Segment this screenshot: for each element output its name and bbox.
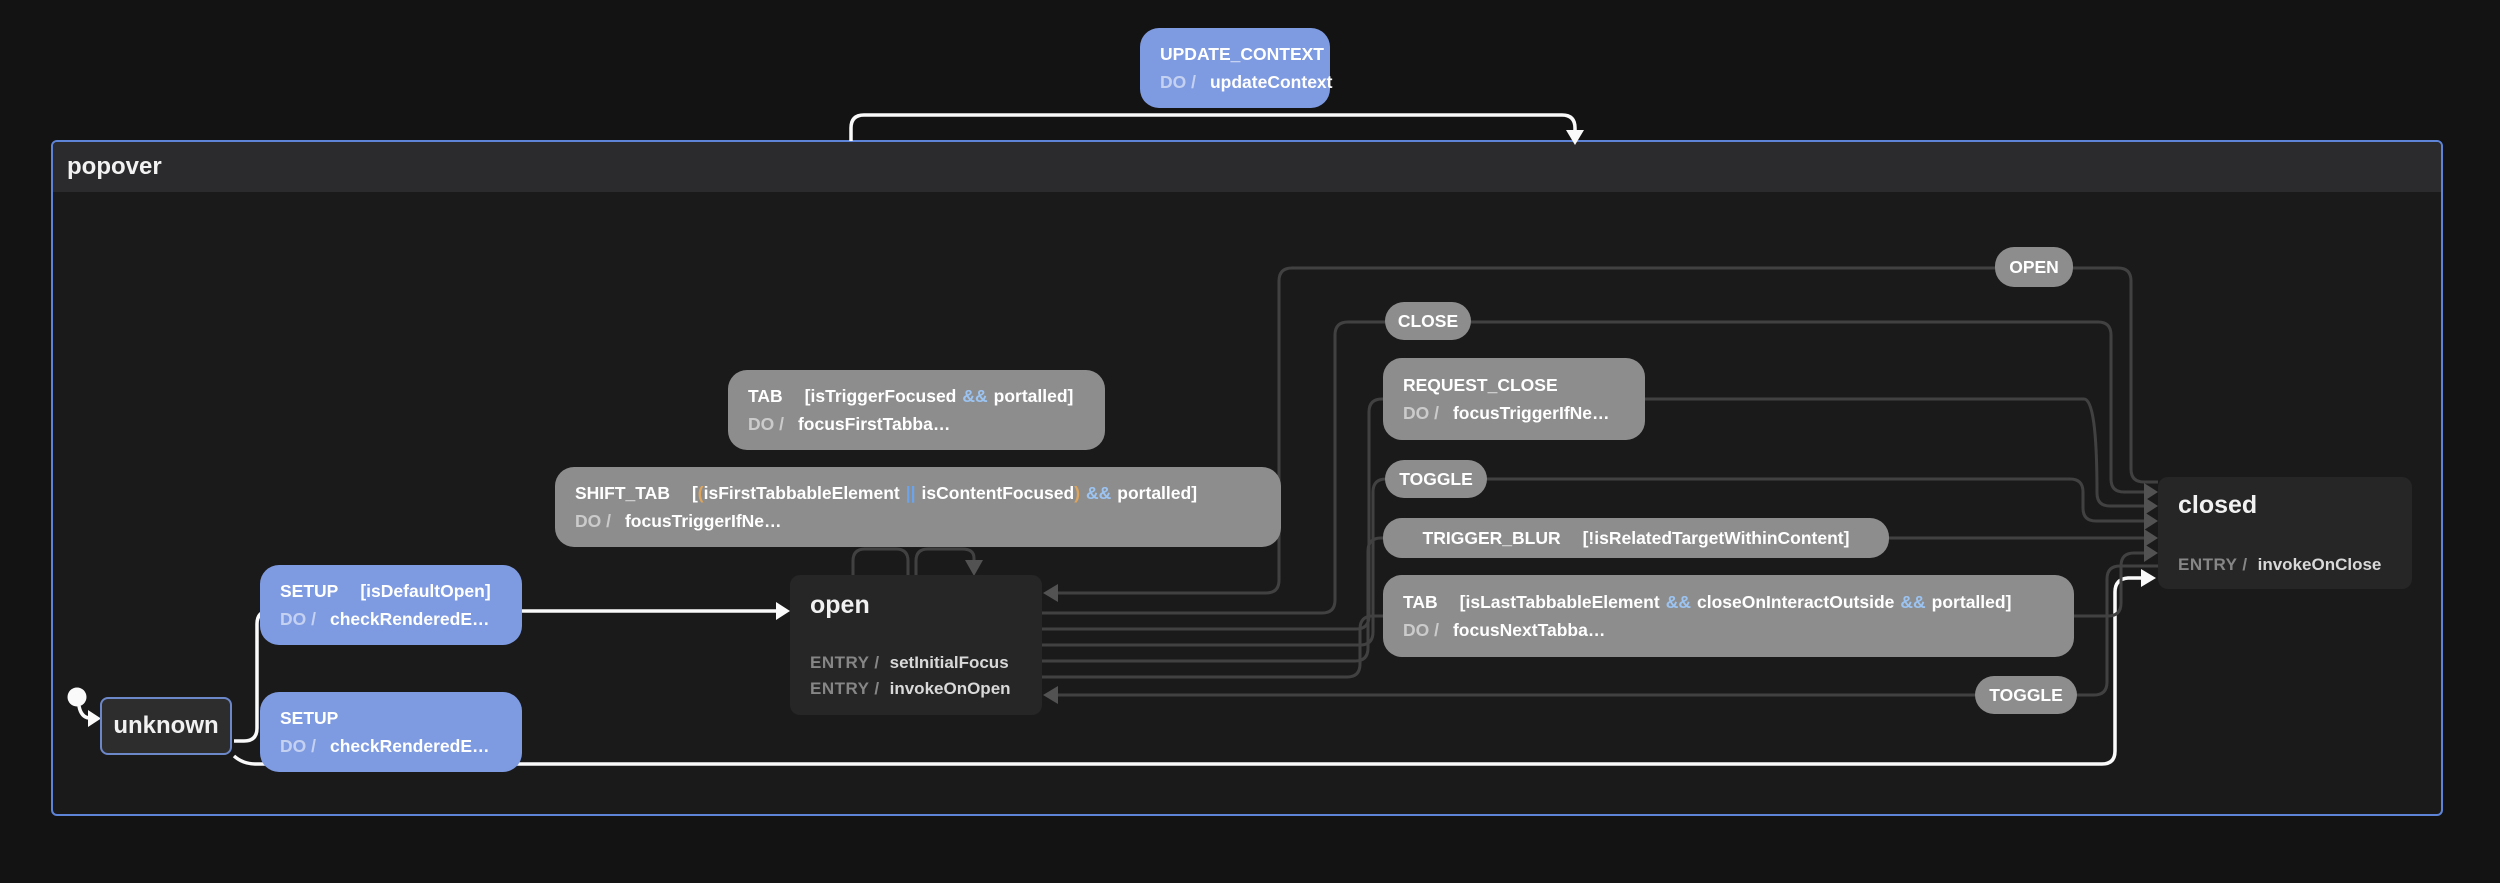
state-closed-title: closed bbox=[2178, 491, 2258, 519]
edge-toggle-from-open[interactable] bbox=[1042, 477, 2158, 647]
state-unknown[interactable]: unknown bbox=[100, 697, 232, 755]
edge-self-loop-tab[interactable] bbox=[914, 547, 983, 576]
transition-request-close[interactable]: REQUEST_CLOSE DO /focusTriggerIfNe… bbox=[1383, 358, 1645, 440]
transition-update-context[interactable]: UPDATE_CONTEXT DO /updateContext bbox=[1140, 28, 1332, 108]
transition-toggle-from-open[interactable]: TOGGLE bbox=[1385, 460, 1487, 498]
state-closed-entries: ENTRY /invokeOnClose bbox=[2178, 549, 2392, 575]
entry-row: ENTRY /invokeOnOpen bbox=[810, 679, 1011, 698]
state-closed[interactable]: closed ENTRY /invokeOnClose bbox=[2158, 477, 2412, 589]
transition-tab-trigger-focused[interactable]: TAB [isTriggerFocused&&portalled] DO /fo… bbox=[728, 370, 1105, 450]
transition-trigger-blur[interactable]: TRIGGER_BLUR [!isRelatedTargetWithinCont… bbox=[1383, 518, 1889, 558]
transition-toggle-from-closed[interactable]: TOGGLE bbox=[1975, 676, 2077, 714]
edge-setup-closed[interactable] bbox=[232, 569, 2156, 766]
popover-title: popover bbox=[67, 153, 162, 180]
state-unknown-title: unknown bbox=[113, 712, 219, 739]
edge-toggle-from-closed[interactable] bbox=[1043, 564, 2158, 704]
state-open-title: open bbox=[810, 591, 870, 619]
state-open-entries: ENTRY /setInitialFocus ENTRY /invokeOnOp… bbox=[810, 647, 1022, 699]
initial-state-icon bbox=[67, 687, 101, 727]
transition-setup[interactable]: SETUP DO /checkRenderedE… bbox=[260, 692, 522, 772]
entry-row: ENTRY /setInitialFocus bbox=[810, 653, 1009, 672]
transition-shift-tab[interactable]: SHIFT_TAB [(isFirstTabbableElement||isCo… bbox=[555, 467, 1281, 547]
edge-open-event[interactable] bbox=[1043, 266, 2158, 602]
transition-tab-last-tabbable[interactable]: TAB [isLastTabbableElement&&closeOnInter… bbox=[1383, 575, 2074, 657]
edge-update-context[interactable] bbox=[849, 113, 1584, 145]
edge-close-event[interactable] bbox=[1042, 320, 2158, 615]
transition-setup-default-open[interactable]: SETUP[isDefaultOpen] DO /checkRenderedE… bbox=[260, 565, 522, 645]
edge-self-loop-shift-tab[interactable] bbox=[851, 547, 910, 575]
transition-close[interactable]: CLOSE bbox=[1385, 302, 1471, 340]
transition-open[interactable]: OPEN bbox=[1995, 247, 2073, 287]
state-open[interactable]: open ENTRY /setInitialFocus ENTRY /invok… bbox=[790, 575, 1042, 715]
popover-header[interactable]: popover bbox=[53, 142, 2441, 192]
entry-row: ENTRY /invokeOnClose bbox=[2178, 555, 2382, 574]
